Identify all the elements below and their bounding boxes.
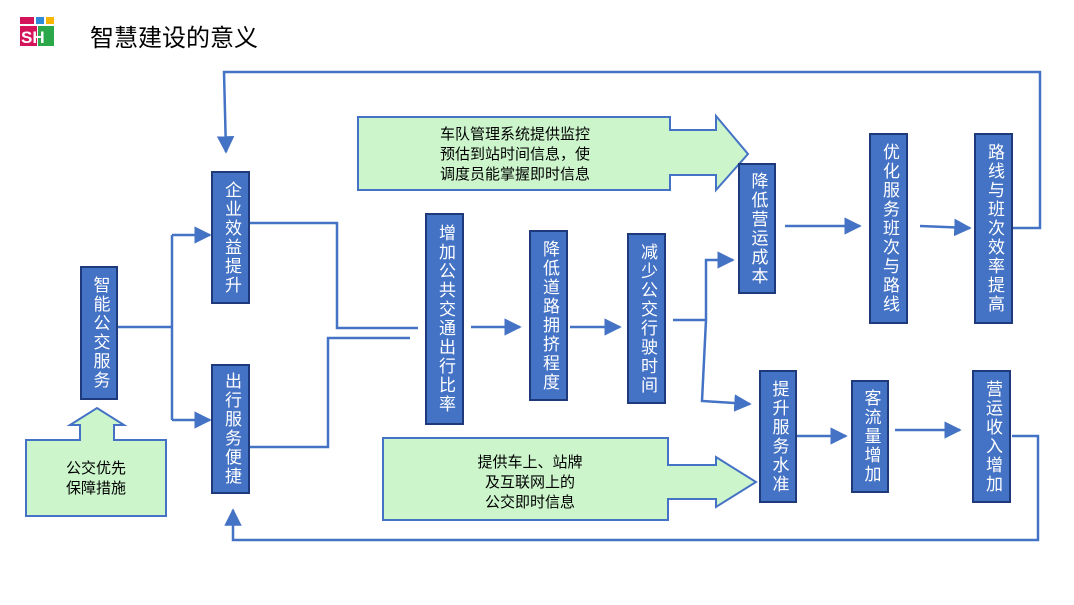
public-transit-share-box: 增加公共交通出行比率 (425, 213, 464, 425)
feedback-bottom (224, 434, 1040, 542)
travel-convenience-label: 出行服务便捷 (221, 372, 241, 486)
reduce-congestion-box: 降低道路拥挤程度 (529, 230, 568, 401)
connector-travel-share (250, 336, 410, 449)
arrow-optimize-efficiency (919, 218, 972, 237)
improve-service-label: 提升服务水准 (768, 379, 789, 494)
fleet-callout-shape (357, 113, 750, 193)
reduce-cost-box: 降低营运成本 (738, 163, 776, 294)
connector-enterprise-share (250, 221, 418, 330)
route-efficiency-box: 路线与班次效率提高 (974, 133, 1013, 324)
reduce-cost-label: 降低营运成本 (747, 171, 768, 286)
public-transit-share-label: 增加公共交通出行比率 (435, 224, 455, 414)
revenue-increase-box: 营运收入增加 (972, 370, 1011, 503)
arrow-to-cost (704, 251, 735, 320)
smart-bus-label: 智能公交服务 (89, 276, 110, 390)
feedback-top (216, 70, 1042, 230)
reduce-travel-time-box: 减少公交行驶时间 (627, 233, 666, 404)
optimize-schedule-box: 优化服务班次与路线 (869, 133, 908, 324)
passenger-increase-box: 客流量增加 (851, 380, 889, 493)
info-callout-shape (382, 437, 758, 521)
route-efficiency-label: 路线与班次效率提高 (984, 143, 1004, 314)
smart-bus-box: 智能公交服务 (80, 266, 118, 400)
reduce-congestion-label: 降低道路拥挤程度 (539, 239, 559, 392)
priority-callout-shape (25, 406, 167, 517)
sh-logo-icon: SH (20, 17, 54, 47)
optimize-schedule-label: 优化服务班次与路线 (879, 143, 899, 314)
passenger-increase-label: 客流量增加 (860, 389, 881, 484)
enterprise-benefit-box: 企业效益提升 (211, 171, 250, 304)
arrow-to-service (700, 319, 752, 412)
reduce-travel-time-label: 减少公交行驶时间 (637, 242, 657, 395)
improve-service-box: 提升服务水准 (759, 370, 797, 503)
svg-text:SH: SH (21, 28, 45, 47)
enterprise-benefit-label: 企业效益提升 (221, 180, 241, 295)
priority-callout-text: 公交优先 保障措施 (65, 459, 126, 497)
revenue-increase-label: 营运收入增加 (982, 379, 1002, 494)
info-callout-text: 提供车上、站牌 及互联网上的 公交即时信息 (477, 453, 583, 511)
travel-convenience-box: 出行服务便捷 (211, 364, 250, 494)
fleet-callout-text: 车队管理系统提供监控 预估到站时间信息，使 调度员能掌握即时信息 (439, 125, 590, 183)
page-title: 智慧建设的意义 (90, 24, 258, 52)
